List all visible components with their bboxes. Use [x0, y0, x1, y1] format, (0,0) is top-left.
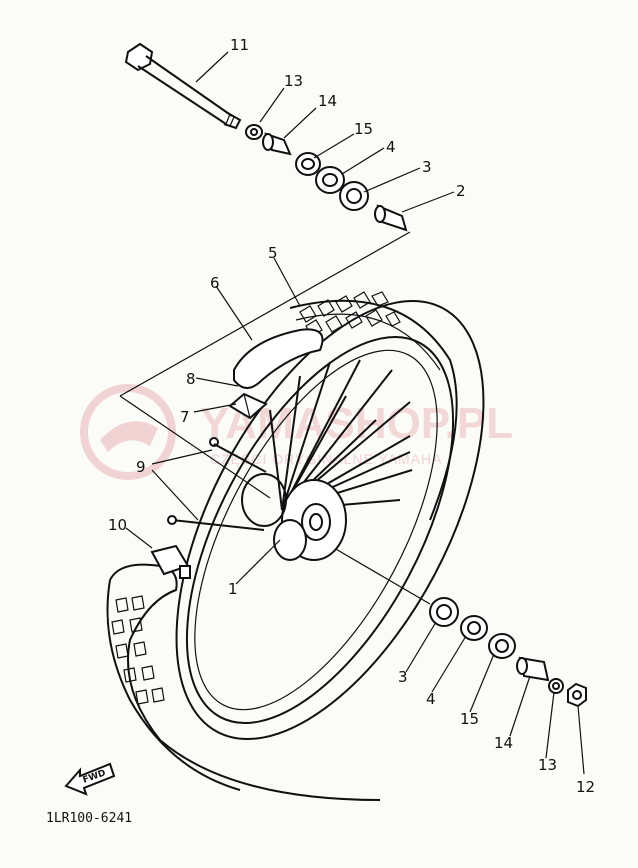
label-part-1: 1 [228, 580, 238, 598]
label-part-12: 12 [576, 778, 595, 796]
assembly-lines [119, 231, 431, 605]
label-part-13: 13 [284, 72, 303, 90]
label-part-14-lower: 14 [494, 734, 513, 752]
label-part-13-lower: 13 [538, 756, 557, 774]
wheel-assembly [175, 291, 485, 741]
label-part-6: 6 [210, 274, 220, 292]
label-part-2: 2 [456, 182, 466, 200]
hub [241, 473, 347, 561]
upper-hardware [245, 124, 408, 232]
watermark-subtext: CZĘŚCI ORYGINALNE YAMAHA [210, 450, 443, 467]
label-part-3: 3 [422, 158, 432, 176]
label-part-9: 9 [136, 458, 146, 476]
tire-part [106, 544, 381, 801]
label-part-11: 11 [230, 36, 249, 54]
label-part-10: 10 [108, 516, 127, 534]
leader-lines [125, 51, 585, 775]
spoke-samples [167, 437, 267, 531]
label-part-15-lower: 15 [460, 710, 479, 728]
fwd-arrow-icon: FWD [64, 762, 116, 796]
lower-hardware [429, 597, 587, 708]
axle-part [124, 42, 242, 130]
label-part-3-lower: 3 [398, 668, 408, 686]
label-part-8: 8 [186, 370, 196, 388]
label-part-4-lower: 4 [426, 690, 436, 708]
diagram-code: 1LR100-6241 [46, 811, 132, 826]
label-part-4: 4 [386, 138, 396, 156]
part-labels: 11 13 14 15 4 3 2 5 6 8 7 9 10 1 3 4 15 … [108, 36, 595, 796]
label-part-7: 7 [180, 408, 190, 426]
tube-part [228, 328, 324, 420]
label-part-5: 5 [268, 244, 278, 262]
label-part-14: 14 [318, 92, 337, 110]
label-part-15: 15 [354, 120, 373, 138]
